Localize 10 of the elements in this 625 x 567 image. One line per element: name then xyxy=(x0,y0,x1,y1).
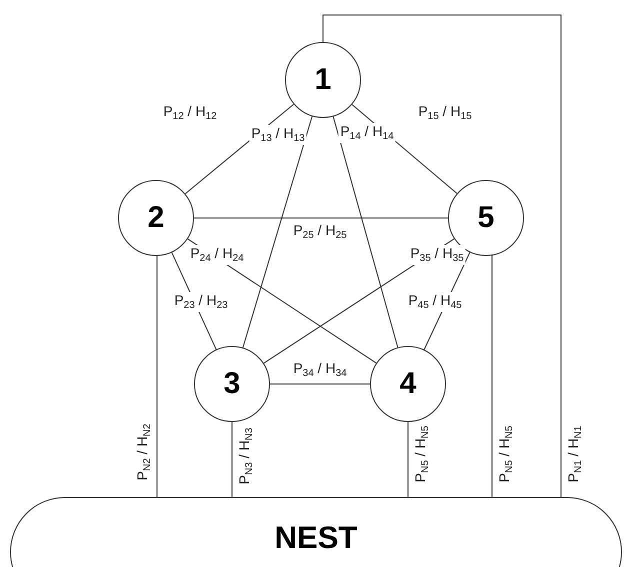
node-circle: 4 xyxy=(370,346,446,422)
node-circle: 3 xyxy=(194,346,270,422)
connector-line xyxy=(322,14,562,498)
connector-line xyxy=(242,116,313,348)
edge-label: P$_{13}$ / H$_{13}$ xyxy=(249,125,307,145)
nest-band: NEST xyxy=(10,497,622,567)
connector-line xyxy=(156,255,158,498)
edge-label: P$_{14}$ / H$_{14}$ xyxy=(338,123,396,143)
node-circle: 1 xyxy=(285,42,361,118)
connector-line xyxy=(332,116,398,348)
